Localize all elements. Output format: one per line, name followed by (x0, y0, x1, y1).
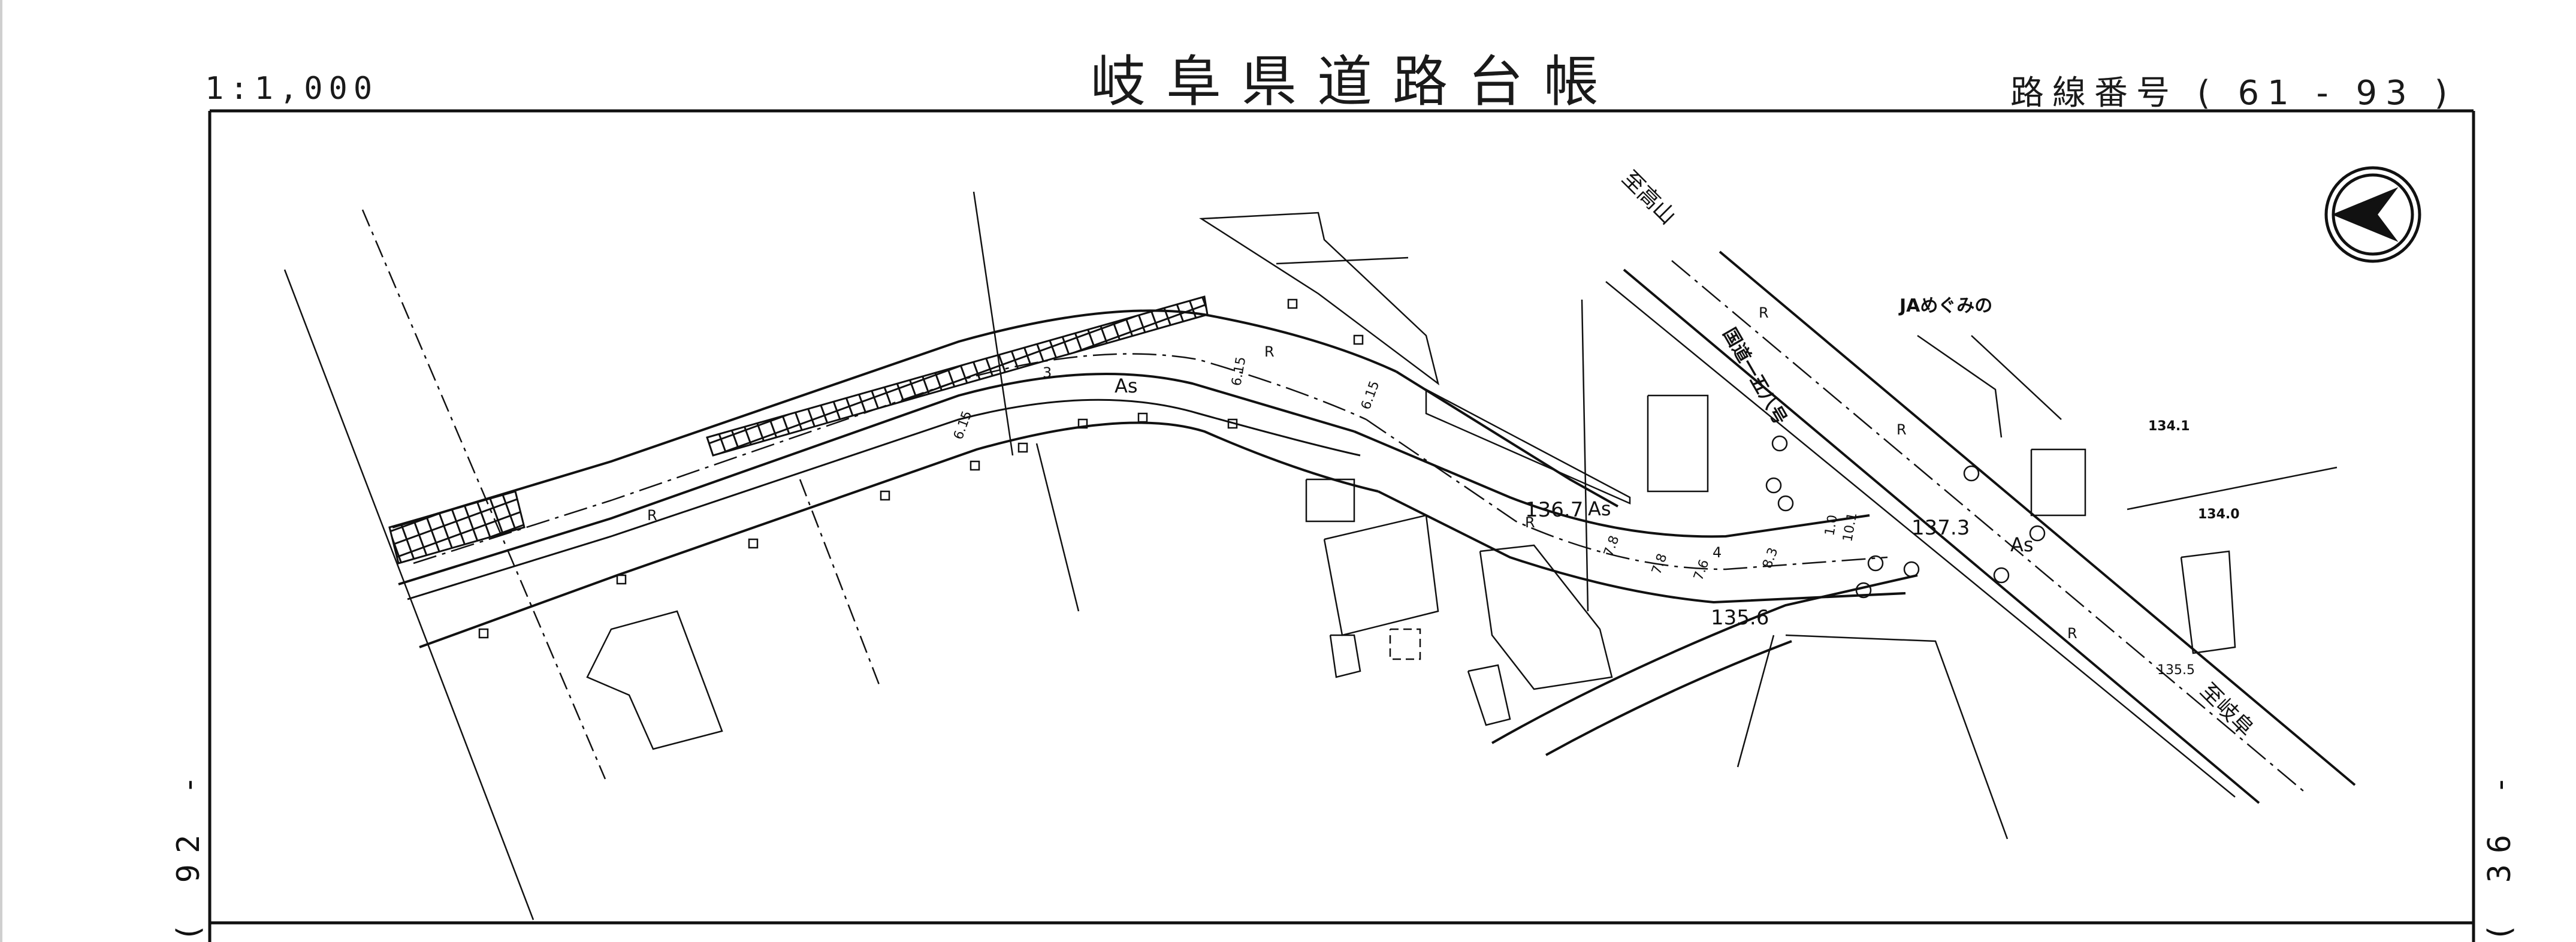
road-r-5: R (1896, 421, 1907, 438)
surface-label-2: As (1588, 497, 1611, 520)
side-road (1491, 574, 1918, 756)
land-boundaries (283, 191, 2338, 920)
width-76: 7.6 (1691, 558, 1712, 582)
road-r-2: R (1264, 343, 1275, 360)
width-83: 8.3 (1760, 546, 1781, 570)
road-centerline (413, 353, 1888, 570)
width-4: 4 (1713, 544, 1722, 561)
main-road (392, 309, 1906, 648)
national-route-158 (1605, 250, 2356, 804)
page-edge (0, 0, 2, 942)
surface-label-3: As (2010, 533, 2034, 556)
width-10: 1.0 (1822, 514, 1841, 537)
width-101: 10.1 (1840, 511, 1860, 543)
north-arrow-icon (2324, 166, 2421, 263)
width-615-b: 6.15 (1229, 355, 1249, 387)
route-number: 路線番号 ( 61 - 93 ) (2010, 74, 2456, 113)
road-r-4: R (1759, 304, 1769, 321)
elevation-1356: 135.6 (1711, 606, 1769, 630)
width-78-a: 7.8 (1601, 534, 1622, 558)
map-frame (208, 109, 2475, 942)
ja-label: JAめぐみの (1898, 295, 1992, 316)
elevation-1367: 136.7 (1525, 498, 1583, 522)
surface-label-1: As (1115, 375, 1138, 397)
width-3: 3 (1043, 364, 1052, 381)
structure-markers (478, 298, 2046, 639)
to-takayama-label: 至高山 (1617, 166, 1680, 229)
width-615-c: 6.15 (1358, 379, 1382, 412)
width-615-a: 6.15 (951, 409, 975, 442)
elevation-1373: 137.3 (1911, 516, 1970, 540)
width-78-b: 7.8 (1649, 552, 1670, 576)
sheet-title: 岐阜県道路台帳 (1091, 50, 1620, 114)
national-route-label: 国道一五八号 (1719, 325, 1790, 428)
road-r-6: R (2067, 625, 2077, 642)
scale-label: 1:1,000 (205, 71, 379, 107)
elevation-1355: 135.5 (2157, 663, 2195, 678)
to-gifu-label: 至岐阜 (2196, 678, 2258, 741)
sidewalk-hatch (388, 295, 1209, 564)
road-r-1: R (647, 507, 657, 524)
road-r-3: R (1525, 514, 1535, 531)
elevation-1340: 134.0 (2198, 507, 2240, 522)
elevation-1341: 134.1 (2148, 419, 2190, 434)
